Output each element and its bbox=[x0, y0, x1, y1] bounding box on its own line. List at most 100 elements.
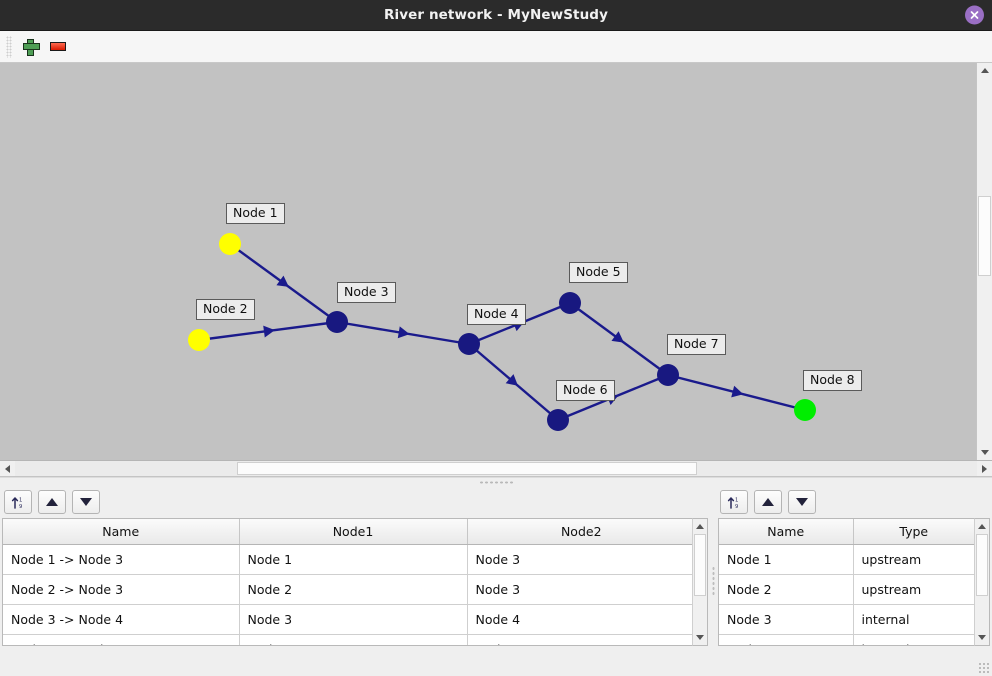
branch-scroll-down-button[interactable] bbox=[693, 630, 707, 645]
river-network-graph[interactable]: Node 1 Node 2 Node 3 Node 4 Node 5 Node 6 Node… bbox=[0, 63, 976, 446]
branch-cell[interactable]: Node 4 bbox=[239, 634, 468, 645]
node-cell[interactable]: Node 3 bbox=[719, 604, 854, 635]
delete-node-button[interactable] bbox=[44, 34, 72, 60]
branch-cell[interactable]: Node 2 bbox=[239, 574, 468, 605]
branch-cell[interactable]: Node 1 -> Node 3 bbox=[3, 544, 240, 575]
node-cell[interactable]: Node 4 bbox=[719, 634, 854, 645]
scroll-left-button[interactable] bbox=[0, 461, 15, 476]
branch-cell[interactable]: Node 4 -> Node 5 bbox=[3, 634, 240, 645]
canvas-vscroll-track[interactable] bbox=[977, 78, 992, 445]
node-cell[interactable]: upstream bbox=[853, 574, 974, 605]
graph-node-label[interactable]: Node 3 bbox=[337, 282, 396, 303]
branch-cell[interactable]: Node 5 bbox=[467, 634, 692, 645]
vertical-splitter[interactable] bbox=[710, 486, 716, 676]
branch-scroll-track[interactable] bbox=[693, 534, 707, 630]
node-cell[interactable]: internal bbox=[853, 634, 974, 645]
branch-cell[interactable]: Node 4 bbox=[467, 604, 692, 635]
triangle-down-icon bbox=[796, 498, 808, 506]
table-row[interactable]: Node 4internal bbox=[719, 634, 974, 645]
graph-node-label[interactable]: Node 8 bbox=[803, 370, 862, 391]
canvas-horizontal-scrollbar[interactable] bbox=[0, 461, 992, 477]
node-move-down-button[interactable] bbox=[788, 490, 816, 514]
branch-scroll-thumb[interactable] bbox=[694, 534, 706, 596]
branch-cell[interactable]: Node 3 -> Node 4 bbox=[3, 604, 240, 635]
branch-col-name[interactable]: Name bbox=[3, 519, 240, 545]
graph-node-label[interactable]: Node 5 bbox=[569, 262, 628, 283]
canvas-hscroll-thumb[interactable] bbox=[237, 462, 697, 475]
branch-col-node1[interactable]: Node1 bbox=[239, 519, 468, 545]
node-scroll-down-button[interactable] bbox=[975, 630, 989, 645]
node-col-type[interactable]: Type bbox=[853, 519, 974, 545]
branch-scroll-up-button[interactable] bbox=[693, 519, 707, 534]
scroll-up-button[interactable] bbox=[977, 63, 992, 78]
graph-node[interactable] bbox=[188, 329, 210, 351]
branch-toolbar: 1 9 bbox=[0, 486, 710, 518]
node-toolbar: 1 9 bbox=[716, 486, 992, 518]
branch-panel-footer bbox=[0, 646, 710, 676]
graph-node[interactable] bbox=[657, 364, 679, 386]
node-table-scrollbar[interactable] bbox=[974, 518, 990, 646]
horizontal-splitter[interactable] bbox=[0, 477, 992, 486]
node-cell[interactable]: Node 2 bbox=[719, 574, 854, 605]
graph-node[interactable] bbox=[326, 311, 348, 333]
graph-edge-arrow bbox=[263, 325, 275, 338]
graph-node[interactable] bbox=[547, 409, 569, 431]
branch-cell[interactable]: Node 1 bbox=[239, 544, 468, 575]
node-scroll-up-button[interactable] bbox=[975, 519, 989, 534]
node-cell[interactable]: upstream bbox=[853, 544, 974, 575]
branch-cell[interactable]: Node 3 bbox=[467, 544, 692, 575]
graph-edge-arrow bbox=[397, 326, 410, 339]
graph-node-label[interactable]: Node 1 bbox=[226, 203, 285, 224]
branch-table-scrollbar[interactable] bbox=[692, 518, 708, 646]
graph-node[interactable] bbox=[219, 233, 241, 255]
node-move-up-button[interactable] bbox=[754, 490, 782, 514]
node-cell[interactable]: Node 1 bbox=[719, 544, 854, 575]
node-sort-button[interactable]: 1 9 bbox=[720, 490, 748, 514]
add-node-button[interactable] bbox=[16, 34, 44, 60]
close-icon[interactable] bbox=[965, 5, 984, 25]
branch-cell[interactable]: Node 3 bbox=[467, 574, 692, 605]
scroll-down-button[interactable] bbox=[977, 445, 992, 460]
triangle-up-icon bbox=[978, 524, 986, 529]
triangle-right-icon bbox=[982, 464, 987, 473]
canvas-vertical-scrollbar[interactable] bbox=[976, 63, 992, 460]
vertical-splitter-grip bbox=[711, 566, 715, 596]
branch-cell[interactable]: Node 3 bbox=[239, 604, 468, 635]
node-col-name[interactable]: Name bbox=[719, 519, 854, 545]
scroll-right-button[interactable] bbox=[977, 461, 992, 476]
branch-cell[interactable]: Node 2 -> Node 3 bbox=[3, 574, 240, 605]
plus-icon bbox=[22, 39, 40, 56]
graph-node-label[interactable]: Node 4 bbox=[467, 304, 526, 325]
node-scroll-track[interactable] bbox=[975, 534, 989, 630]
graph-node-label[interactable]: Node 2 bbox=[196, 299, 255, 320]
canvas-vscroll-thumb[interactable] bbox=[978, 196, 991, 276]
page-title: River network - MyNewStudy bbox=[384, 7, 608, 23]
node-scroll-thumb[interactable] bbox=[976, 534, 988, 596]
graph-node[interactable] bbox=[559, 292, 581, 314]
branch-col-node2[interactable]: Node2 bbox=[467, 519, 692, 545]
graph-node-label[interactable]: Node 6 bbox=[556, 380, 615, 401]
branch-move-down-button[interactable] bbox=[72, 490, 100, 514]
node-cell[interactable]: internal bbox=[853, 604, 974, 635]
branch-sort-button[interactable]: 1 9 bbox=[4, 490, 32, 514]
triangle-up-icon bbox=[46, 498, 58, 506]
graph-node-label[interactable]: Node 7 bbox=[667, 334, 726, 355]
window-resize-grip[interactable] bbox=[978, 662, 990, 674]
triangle-down-icon bbox=[80, 498, 92, 506]
toolbar-grip[interactable] bbox=[6, 35, 12, 58]
graph-node[interactable] bbox=[458, 333, 480, 355]
branch-move-up-button[interactable] bbox=[38, 490, 66, 514]
canvas-hscroll-track[interactable] bbox=[15, 461, 977, 476]
graph-node[interactable] bbox=[794, 399, 816, 421]
